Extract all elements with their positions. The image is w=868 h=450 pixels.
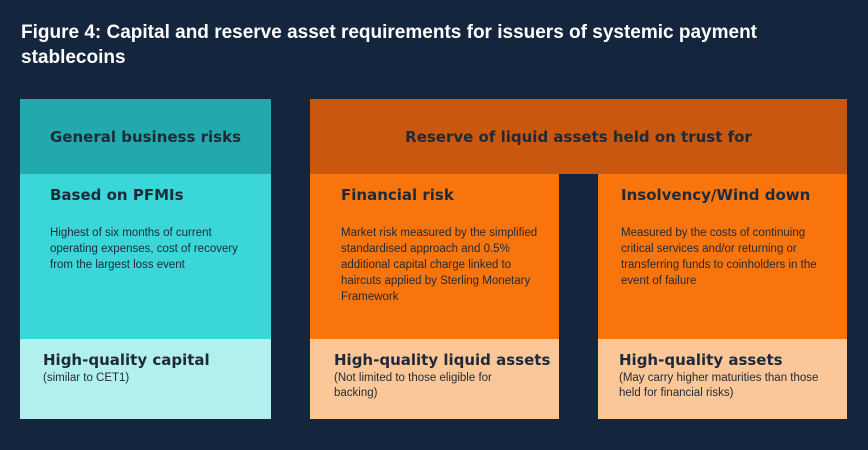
high-quality-assets-title: High-quality assets	[619, 351, 783, 369]
pfmi-box: Based on PFMIs Highest of six months of …	[20, 174, 271, 339]
financial-risk-subtitle: Financial risk	[341, 186, 454, 204]
insolvency-box: Insolvency/Wind down Measured by the cos…	[598, 174, 847, 339]
general-business-risks-header: General business risks	[20, 99, 271, 174]
pfmi-subtitle: Based on PFMIs	[50, 186, 184, 204]
high-quality-assets-note: (May carry higher maturities than those …	[619, 372, 819, 399]
pfmi-description: Highest of six months of current operati…	[50, 227, 238, 271]
insolvency-description: Measured by the costs of continuing crit…	[621, 227, 817, 287]
general-business-risks-label: General business risks	[49, 127, 241, 146]
high-quality-capital-note: (similar to CET1)	[43, 372, 130, 384]
reserve-header: Reserve of liquid assets held on trust f…	[310, 99, 847, 174]
high-quality-capital-title: High-quality capital	[43, 351, 210, 369]
high-quality-assets-box: High-quality assets (May carry higher ma…	[598, 339, 847, 419]
insolvency-subtitle: Insolvency/Wind down	[621, 186, 811, 204]
high-quality-liquid-assets-box: High-quality liquid assets (Not limited …	[310, 339, 559, 419]
high-quality-liquid-assets-note: (Not limited to those eligible for backi…	[334, 372, 492, 399]
financial-risk-description: Market risk measured by the simplified s…	[341, 227, 538, 303]
high-quality-liquid-assets-title: High-quality liquid assets	[334, 351, 551, 369]
high-quality-capital-box: High-quality capital (similar to CET1)	[20, 339, 271, 419]
financial-risk-box: Financial risk Market risk measured by t…	[310, 174, 559, 339]
figure-title: Figure 4: Capital and reserve asset requ…	[21, 22, 758, 68]
reserve-header-label: Reserve of liquid assets held on trust f…	[405, 127, 752, 146]
